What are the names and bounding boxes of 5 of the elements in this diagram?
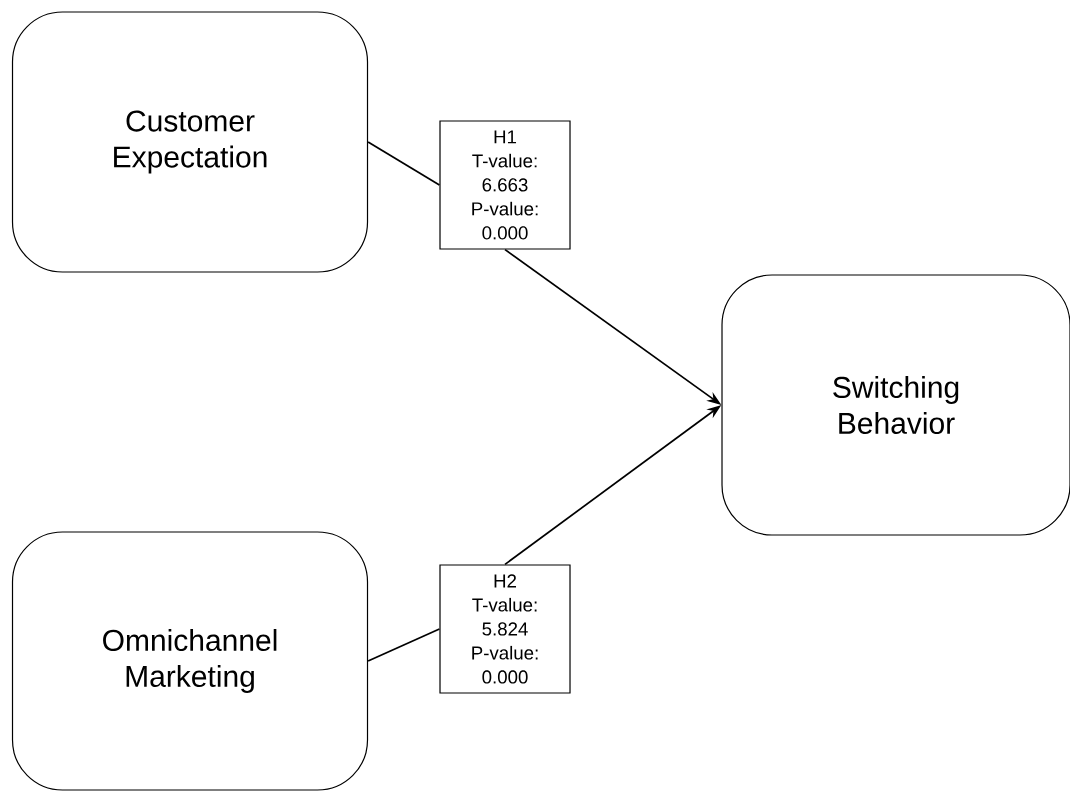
statistics-box: H1 T-value: 6.663 P-value: 0.000 <box>439 120 571 250</box>
construct-box: Customer Expectation <box>11 11 369 273</box>
construct-box: Switching Behavior <box>721 274 1070 536</box>
statistics-box: H2 T-value: 5.824 P-value: 0.000 <box>439 564 571 694</box>
construct-box: Omnichannel Marketing <box>11 531 369 791</box>
